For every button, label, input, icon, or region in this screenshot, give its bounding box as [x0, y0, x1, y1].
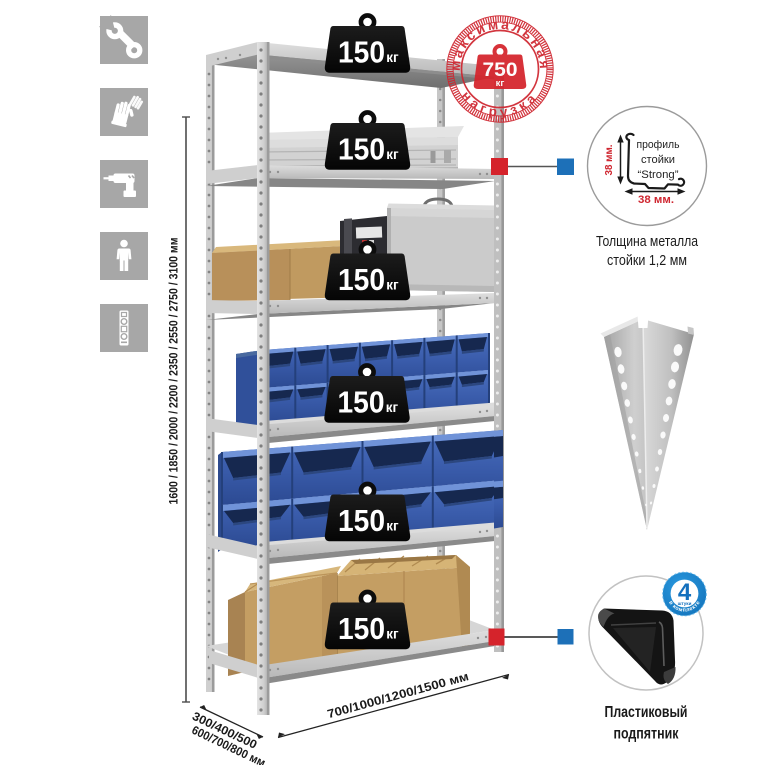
svg-text:кг: кг — [496, 78, 505, 89]
svg-text:“Strong”: “Strong” — [638, 169, 679, 181]
svg-text:1600 / 1850 / 2000 / 2200 / 23: 1600 / 1850 / 2000 / 2200 / 2350 / 2550 … — [167, 237, 181, 504]
svg-text:Пластиковый: Пластиковый — [605, 704, 688, 721]
svg-text:750: 750 — [483, 60, 518, 81]
svg-text:профиль: профиль — [637, 139, 680, 151]
svg-text:стойки 1,2 мм: стойки 1,2 мм — [607, 252, 687, 269]
svg-text:38 мм.: 38 мм. — [638, 194, 674, 206]
svg-text:700/1000/1200/1500 мм: 700/1000/1200/1500 мм — [326, 669, 471, 721]
svg-text:Толщина металла: Толщина металла — [596, 233, 699, 250]
svg-text:стойки: стойки — [641, 154, 675, 166]
svg-text:штуки: штуки — [678, 601, 692, 606]
svg-text:38 мм.: 38 мм. — [604, 144, 615, 175]
svg-text:подпятник: подпятник — [614, 726, 679, 743]
svg-text:4: 4 — [678, 579, 692, 606]
